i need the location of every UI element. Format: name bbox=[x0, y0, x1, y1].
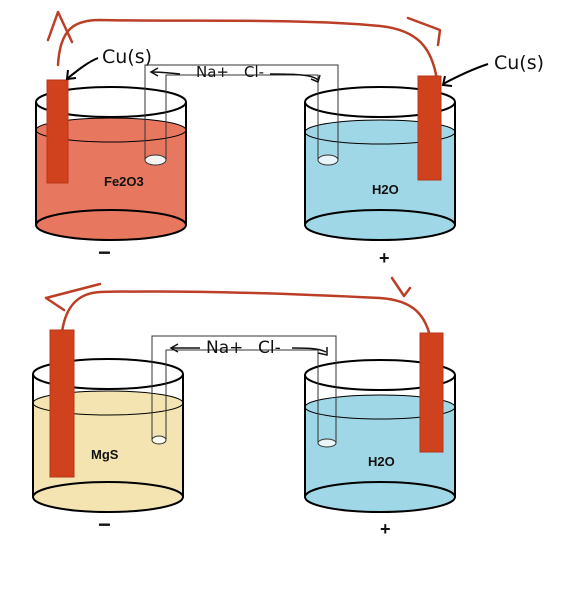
bottom-salt-bridge-cation: Na+ bbox=[206, 338, 243, 358]
bottom-right-electrode bbox=[419, 332, 444, 453]
top-right-electrode-label: Cu(s) bbox=[494, 52, 544, 74]
top-wire-arrowhead-left bbox=[46, 10, 74, 44]
top-right-sign: + bbox=[379, 248, 390, 268]
bottom-left-solution-label: MgS bbox=[91, 447, 119, 462]
bottom-wire-arrowhead-left bbox=[44, 282, 102, 312]
bottom-salt-bridge bbox=[151, 335, 337, 448]
top-salt-bridge bbox=[144, 64, 339, 166]
bottom-cell: Na+ Cl- MgS H2O − + bbox=[32, 276, 456, 539]
bottom-right-sign: + bbox=[380, 519, 391, 539]
top-left-electrode bbox=[46, 79, 69, 184]
top-right-electrode-pointer bbox=[442, 63, 489, 85]
bottom-right-beaker bbox=[304, 359, 456, 513]
top-right-beaker-base bbox=[304, 209, 456, 241]
top-external-wire bbox=[56, 18, 439, 82]
top-left-electrode-pointer bbox=[67, 57, 99, 79]
bottom-left-sign: − bbox=[98, 512, 111, 537]
top-salt-bridge-anion: Cl- bbox=[244, 63, 264, 81]
top-right-electrode bbox=[417, 75, 442, 181]
bottom-salt-bridge-anion: Cl- bbox=[258, 338, 281, 358]
top-left-electrode-label: Cu(s) bbox=[102, 46, 152, 68]
top-right-solution-label: H2O bbox=[372, 182, 399, 197]
bottom-left-electrode bbox=[49, 329, 75, 478]
top-left-solution-label: Fe2O3 bbox=[104, 174, 144, 189]
bottom-right-solution-label: H2O bbox=[368, 454, 395, 469]
bottom-external-wire bbox=[60, 290, 432, 338]
top-wire-arrowhead-right bbox=[406, 16, 442, 47]
top-left-beaker-base bbox=[35, 209, 187, 241]
top-cell: Na+ Cl- Cu(s) Cu(s) Fe2O3 H2O − + bbox=[35, 10, 544, 268]
top-left-sign: − bbox=[98, 240, 111, 265]
top-salt-bridge-cation: Na+ bbox=[196, 63, 229, 81]
bottom-wire-arrowhead-right bbox=[390, 276, 412, 298]
bottom-right-beaker-base bbox=[304, 481, 456, 513]
bottom-left-beaker-base bbox=[32, 481, 184, 513]
